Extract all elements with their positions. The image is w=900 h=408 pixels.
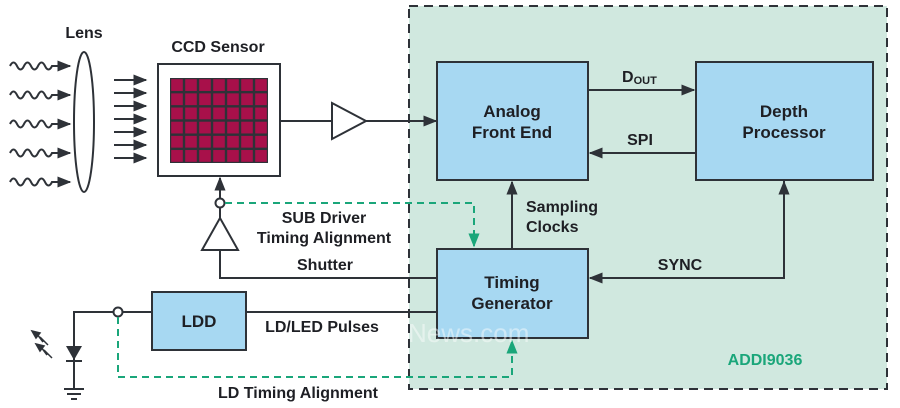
shutter-line [219, 250, 437, 279]
ld-timing-label: LD Timing Alignment [218, 385, 379, 402]
ldd-block [151, 291, 247, 351]
sync-label: SYNC [658, 257, 703, 274]
watermark-text: News.com [408, 318, 529, 348]
ccd-pixel [199, 79, 211, 91]
ccd-pixel [171, 121, 183, 134]
depth-processor-block [695, 61, 874, 181]
sync-arrow [588, 180, 785, 284]
ccd-pixel [227, 121, 239, 134]
ld-timing-path [117, 317, 518, 378]
light-ray [9, 147, 72, 159]
ccd-pixel [227, 107, 239, 120]
light-ray [9, 118, 72, 130]
ccd-pixel [185, 150, 197, 162]
ccd-pixel [227, 150, 239, 162]
ccd-pixel [185, 79, 197, 91]
sampling-label-2: Clocks [526, 219, 579, 236]
ccd-pixel [185, 107, 197, 120]
sub-driver-label-2: Timing Alignment [257, 230, 392, 247]
ccd-pixel [255, 150, 267, 162]
timing-label-1: Timing [484, 273, 539, 292]
ccd-pixel [255, 79, 267, 91]
ccd-pixel [171, 93, 183, 106]
analog-front-end-block [436, 61, 589, 181]
ccd-pixel [255, 107, 267, 120]
ccd-pixel [213, 79, 225, 91]
timing-label-2: Generator [471, 294, 553, 313]
spi-label: SPI [627, 132, 653, 149]
ground-icon [64, 388, 84, 400]
amplifier-icon [331, 101, 369, 141]
ccd-sensor-label: CCD Sensor [171, 39, 264, 56]
ccd-pixel [227, 135, 239, 148]
sampling-label-1: Sampling [526, 199, 598, 216]
ldd-label: LDD [182, 312, 217, 331]
ccd-pixel [241, 93, 253, 106]
sub-driver-node [214, 197, 226, 209]
ccd-pixel [213, 93, 225, 106]
sub-driver-timing-path [225, 202, 480, 248]
timing-generator-block [436, 248, 589, 339]
ccd-pixel-grid [170, 78, 268, 163]
depth-label-2: Processor [742, 123, 826, 142]
ccd-pixel [241, 150, 253, 162]
ccd-pixel [171, 107, 183, 120]
sub-driver-buffer-icon [200, 215, 240, 251]
dout-label: DOUT [622, 69, 657, 87]
laser-diode-icon [66, 346, 82, 360]
emission-arrows-icon [30, 329, 53, 359]
ccd-pixel [171, 150, 183, 162]
ccd-pixel [227, 79, 239, 91]
ccd-pixel [255, 121, 267, 134]
ccd-pixel [241, 79, 253, 91]
ld-node [112, 306, 124, 318]
ccd-pixel [171, 79, 183, 91]
pixel-grid-bg [170, 78, 268, 163]
ccd-pixel [199, 121, 211, 134]
ccd-pixel [213, 135, 225, 148]
ccd-pixel [213, 107, 225, 120]
sub-driver-label-1: SUB Driver [282, 210, 366, 227]
ccd-pixel [185, 135, 197, 148]
ccd-pixel [199, 150, 211, 162]
afe-label-2: Front End [472, 123, 552, 142]
ccd-pixel [199, 107, 211, 120]
lens-icon [73, 51, 95, 193]
ld-wire [73, 311, 113, 388]
lens-label: Lens [65, 25, 102, 42]
shutter-label: Shutter [297, 257, 353, 274]
ccd-pixel [213, 150, 225, 162]
chip-name-label: ADDI9036 [728, 352, 803, 369]
ccd-pixel [213, 121, 225, 134]
focused-light-rays [114, 74, 148, 164]
ccd-pixel [185, 93, 197, 106]
incoming-light-rays [9, 60, 72, 188]
ccd-pixel [255, 135, 267, 148]
ccd-pixel [199, 135, 211, 148]
ccd-pixel [241, 107, 253, 120]
ccd-pixel [171, 135, 183, 148]
ccd-pixel [241, 135, 253, 148]
ccd-pixel [199, 93, 211, 106]
light-ray [9, 60, 72, 72]
ccd-pixel [227, 93, 239, 106]
ccd-pixel [255, 93, 267, 106]
afe-label-1: Analog [483, 102, 541, 121]
light-ray [9, 176, 72, 188]
ccd-pixel [185, 121, 197, 134]
ccd-pixel [241, 121, 253, 134]
ld-led-pulses-label: LD/LED Pulses [265, 319, 379, 336]
depth-label-1: Depth [760, 102, 808, 121]
light-ray [9, 89, 72, 101]
